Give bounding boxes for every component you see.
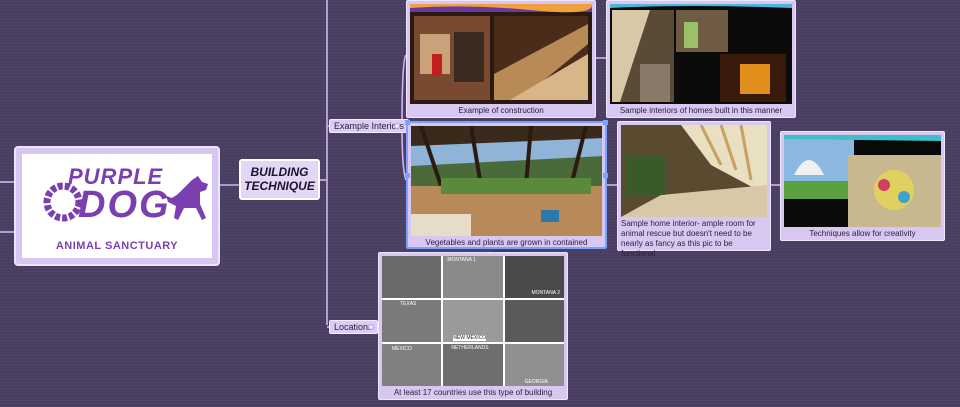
branch-locations[interactable]: Locations <box>329 320 378 334</box>
logo-subtitle: ANIMAL SANCTUARY <box>55 240 179 252</box>
collapse-toggle[interactable] <box>394 123 400 129</box>
paw-ring-icon <box>43 182 83 222</box>
location-label: MONTANA 1 <box>447 257 476 263</box>
selection-handle[interactable] <box>405 120 410 125</box>
image-card-animal-room[interactable]: Sample home interior- ample room for ani… <box>617 121 771 258</box>
collapse-toggle[interactable] <box>368 324 374 330</box>
location-label: TEXAS <box>400 301 417 307</box>
logo-line-2: DOG <box>78 184 171 226</box>
branch-label: Example Interiors <box>334 121 405 131</box>
collage-tile: MONTANA 2 <box>504 256 564 298</box>
collage-tile: MEXICO <box>382 344 442 386</box>
collage-tile: NETHERLANDS <box>443 344 503 386</box>
selection-handle[interactable] <box>603 120 608 125</box>
location-label: MEXICO <box>392 346 412 352</box>
location-label: NETHERLANDS <box>451 345 489 351</box>
purple-dog-logo: PURPLE DOG ANIMAL SANCTUARY <box>22 154 212 258</box>
central-topic-label: BUILDING TECHNIQUE <box>244 164 315 193</box>
image-card-construction[interactable]: Example of construction <box>406 0 596 118</box>
locations-collage: MONTANA 1 MONTANA 2 TEXAS NEW MEXICO MEX… <box>382 256 564 386</box>
card-caption: At least 17 countries use this type of b… <box>393 388 553 397</box>
collage-tile <box>504 300 564 342</box>
creative-homes-photo <box>784 135 941 227</box>
image-card-countries[interactable]: MONTANA 1 MONTANA 2 TEXAS NEW MEXICO MEX… <box>378 252 568 400</box>
selection-handle[interactable] <box>405 173 410 178</box>
collage-tile: GEORGIA <box>504 344 564 386</box>
collage-tile: TEXAS <box>382 300 442 342</box>
card-caption: Sample home interior- ample room for ani… <box>621 219 756 258</box>
selection-handle[interactable] <box>603 173 608 178</box>
location-label: GEORGIA <box>524 379 548 385</box>
logo-line-1: PURPLE <box>68 164 164 189</box>
collage-tile: MONTANA 1 <box>443 256 503 298</box>
sample-interiors-photo <box>610 4 792 104</box>
central-topic[interactable]: BUILDING TECHNIQUE <box>239 159 320 200</box>
greenhouse-photo <box>411 126 602 236</box>
construction-photo <box>410 4 592 104</box>
logo-node[interactable]: PURPLE DOG ANIMAL SANCTUARY <box>14 146 220 266</box>
card-caption: Sample interiors of homes built in this … <box>619 106 783 115</box>
image-card-vegetables[interactable]: Vegetables and plants are grown in conta… <box>405 120 608 257</box>
card-caption: Example of construction <box>458 106 544 115</box>
dog-silhouette-icon <box>166 176 208 220</box>
collage-tile <box>382 256 442 298</box>
sunroom-photo <box>621 125 767 217</box>
location-label: NEW MEXICO <box>453 335 487 341</box>
collage-tile: NEW MEXICO <box>443 300 503 342</box>
location-label: MONTANA 2 <box>531 290 560 296</box>
branch-label: Locations <box>334 322 373 332</box>
card-caption: Techniques allow for creativity <box>809 229 916 238</box>
image-card-sample-interiors[interactable]: Sample interiors of homes built in this … <box>606 0 796 118</box>
image-card-creativity[interactable]: Techniques allow for creativity <box>780 131 945 241</box>
